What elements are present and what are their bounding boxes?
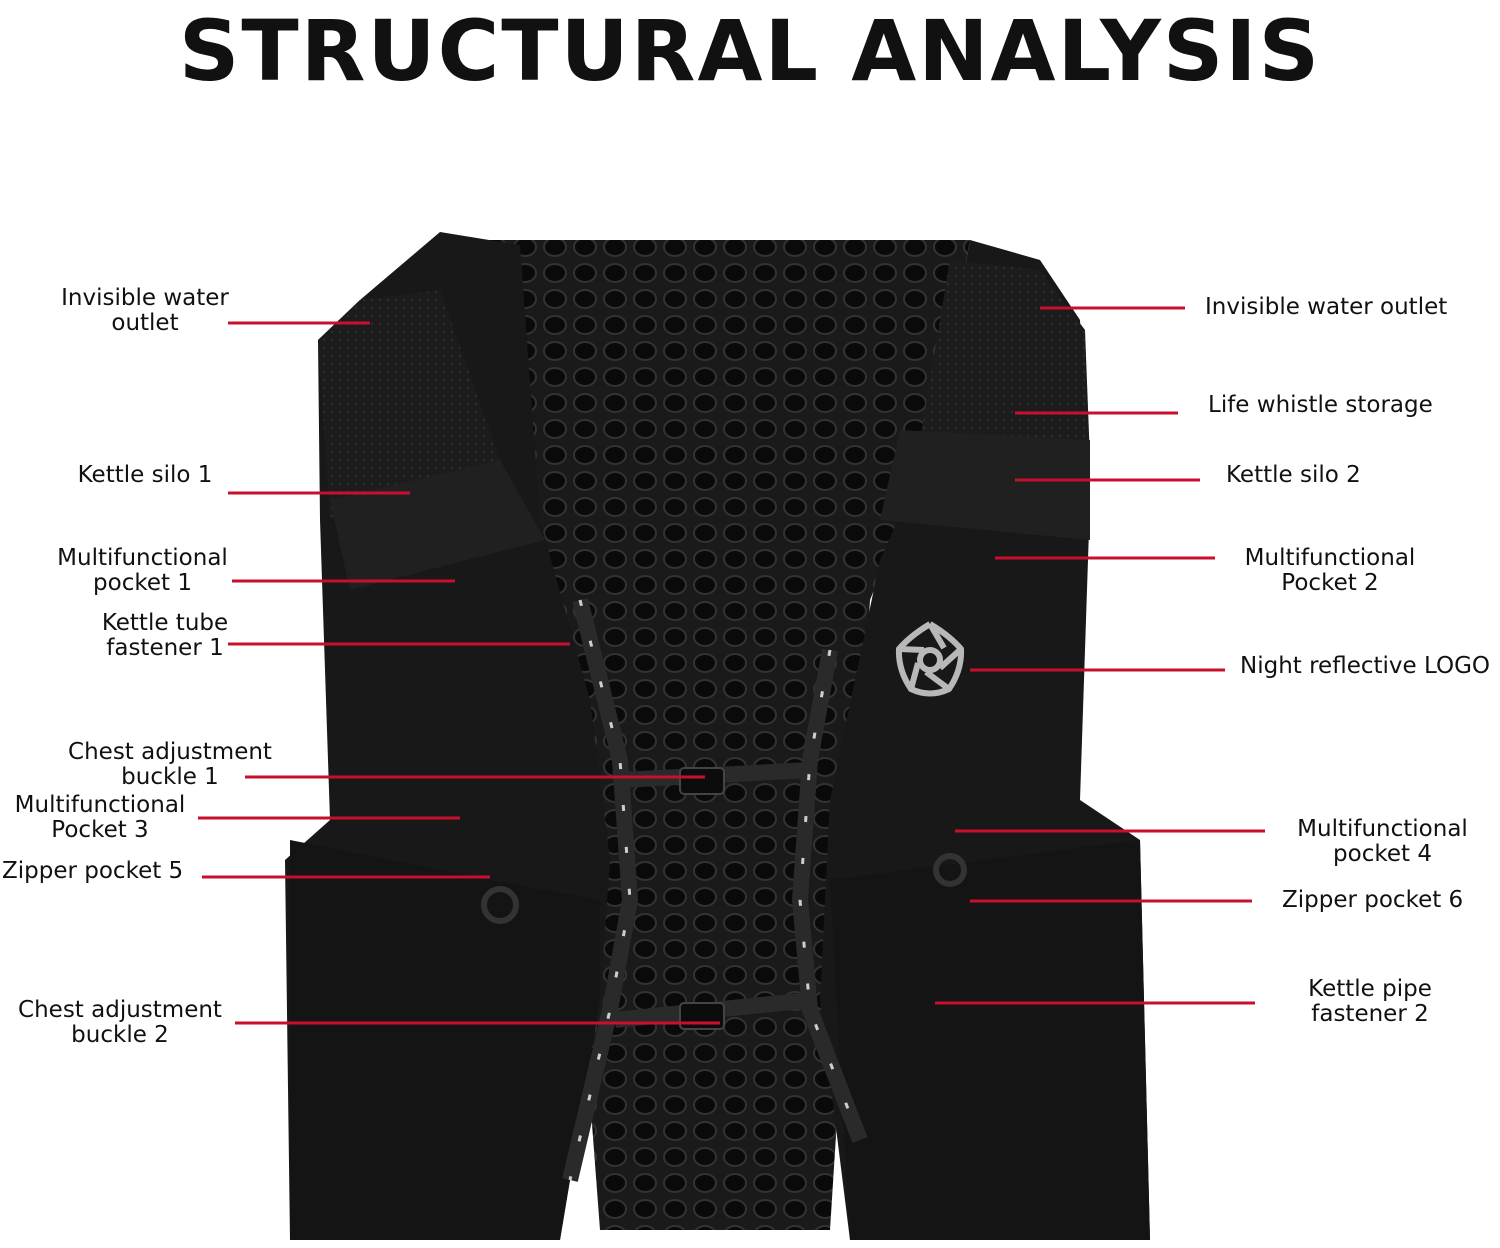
callout-multifunctional-pocket-1: Multifunctional pocket 1 [57, 545, 228, 596]
zipper-ring-right [933, 853, 967, 887]
chest-buckle-1 [679, 767, 725, 795]
callout-night-reflective-logo: Night reflective LOGO [1240, 653, 1490, 679]
page-title: STRUCTURAL ANALYSIS [178, 2, 1322, 100]
callout-kettle-silo-2: Kettle silo 2 [1226, 462, 1361, 488]
chest-buckle-2 [679, 1002, 725, 1030]
callout-lines-right [935, 306, 1265, 1005]
left-upper-pocket [318, 290, 500, 520]
callout-kettle-tube-fastener-1: Kettle tube fastener 1 [101, 610, 229, 661]
callout-zipper-pocket-5: Zipper pocket 5 [2, 858, 184, 884]
callout-invisible-water-outlet-left: Invisible water outlet [61, 285, 229, 336]
callout-lines-left [198, 321, 720, 1025]
callout-multifunctional-pocket-2: Multifunctional Pocket 2 [1244, 545, 1416, 596]
callout-kettle-silo-1: Kettle silo 1 [77, 462, 213, 488]
callout-zipper-pocket-6: Zipper pocket 6 [1282, 887, 1464, 913]
callout-multifunctional-pocket-4: Multifunctional pocket 4 [1297, 816, 1468, 867]
callout-invisible-water-outlet-right: Invisible water outlet [1205, 294, 1448, 320]
callout-multifunctional-pocket-3: Multifunctional Pocket 3 [14, 792, 186, 843]
right-upper-pocket [920, 260, 1090, 460]
callout-kettle-pipe-fastener-2: Kettle pipe fastener 2 [1308, 976, 1432, 1027]
callout-life-whistle-storage: Life whistle storage [1208, 392, 1433, 418]
zipper-ring-left [481, 886, 519, 924]
callout-chest-adjustment-buckle-1: Chest adjustment buckle 1 [68, 739, 272, 790]
reflective-logo [895, 621, 965, 697]
callout-chest-adjustment-buckle-2: Chest adjustment buckle 2 [18, 997, 222, 1048]
